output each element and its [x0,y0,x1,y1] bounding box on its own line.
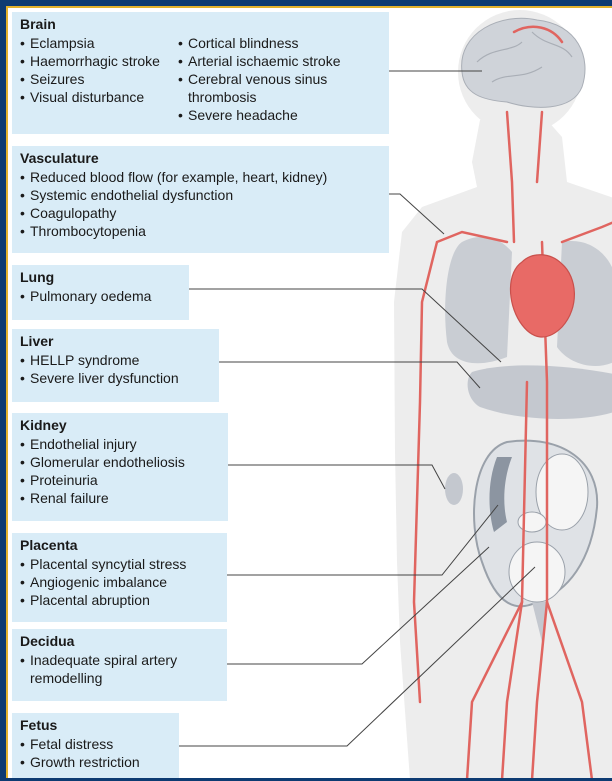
placenta-item: Placental syncytial stress [20,555,221,573]
fetus-item: Growth restriction [20,753,173,771]
brain-item: Visual disturbance [20,88,178,106]
lung-organ [445,237,512,363]
kidney-item: Renal failure [20,489,222,507]
brain-title: Brain [20,16,383,33]
placenta-item: Placental abruption [20,591,221,609]
brain-item: Cerebral venous sinus thrombosis [178,70,378,106]
fetus-title: Fetus [20,717,173,734]
decidua-title: Decidua [20,633,221,650]
kidney-item: Proteinuria [20,471,222,489]
placenta-item: Angiogenic imbalance [20,573,221,591]
fetus-box: Fetus Fetal distress Growth restriction [12,713,179,778]
liver-title: Liver [20,333,213,350]
placenta-title: Placenta [20,537,221,554]
fetus-item: Fetal distress [20,735,173,753]
vasculature-item: Thrombocytopenia [20,222,383,240]
liver-box: Liver HELLP syndrome Severe liver dysfun… [12,329,219,402]
lung-box: Lung Pulmonary oedema [12,265,189,320]
kidney-item: Glomerular endotheliosis [20,453,222,471]
vasculature-box: Vasculature Reduced blood flow (for exam… [12,146,389,253]
kidney-organ [445,473,463,505]
brain-item: Severe headache [178,106,378,124]
lung-title: Lung [20,269,183,286]
liver-item: Severe liver dysfunction [20,369,213,387]
decidua-item: Inadequate spiral artery remodelling [20,651,205,687]
kidney-title: Kidney [20,417,222,434]
figure-panel: Brain Eclampsia Haemorrhagic stroke Seiz… [6,6,612,778]
vasculature-title: Vasculature [20,150,383,167]
brain-organ [462,18,585,107]
brain-item: Haemorrhagic stroke [20,52,178,70]
vasculature-item: Coagulopathy [20,204,383,222]
brain-item: Seizures [20,70,178,88]
placenta-box: Placenta Placental syncytial stress Angi… [12,533,227,622]
brain-item: Arterial ischaemic stroke [178,52,378,70]
brain-item: Cortical blindness [178,34,378,52]
kidney-item: Endothelial injury [20,435,222,453]
vasculature-item: Systemic endothelial dysfunction [20,186,383,204]
liver-item: HELLP syndrome [20,351,213,369]
decidua-box: Decidua Inadequate spiral artery remodel… [12,629,227,701]
kidney-box: Kidney Endothelial injury Glomerular end… [12,413,228,521]
brain-box: Brain Eclampsia Haemorrhagic stroke Seiz… [12,12,389,134]
vasculature-item: Reduced blood flow (for example, heart, … [20,168,383,186]
lung-item: Pulmonary oedema [20,287,183,305]
brain-item: Eclampsia [20,34,178,52]
